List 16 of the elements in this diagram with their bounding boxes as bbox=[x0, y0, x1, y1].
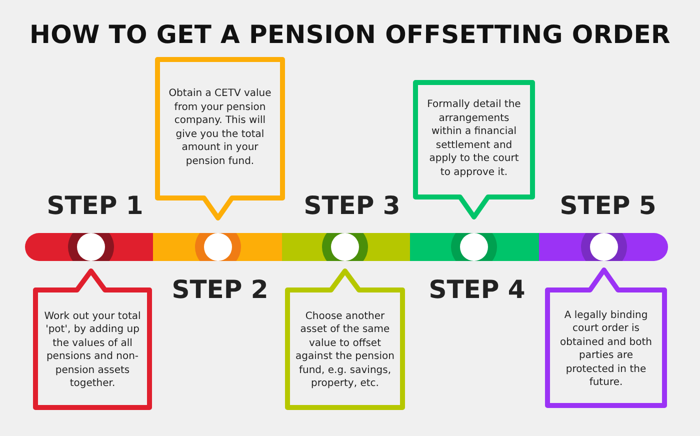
callout-box bbox=[285, 271, 405, 410]
step-label: STEP 4 bbox=[428, 275, 526, 304]
step-label: STEP 3 bbox=[302, 191, 402, 220]
callout-text: A legally binding court order is obtained and both parties are protected in the future. bbox=[558, 308, 654, 390]
callout-box bbox=[33, 271, 152, 410]
callout-box bbox=[155, 57, 285, 218]
callout-text: Choose another asset of the same value to offset against the pension fund, e.g. savings, property, etc. bbox=[295, 310, 395, 390]
callout-box bbox=[413, 80, 535, 217]
step-label: STEP 2 bbox=[170, 275, 270, 304]
callout-box bbox=[545, 270, 667, 408]
callout-text: Obtain a CETV value from your pension company. This will give you the total amount in your pension fund. bbox=[168, 87, 272, 168]
callout-text: Work out your total 'pot', by adding up the values of all pensions and non-pension assets together. bbox=[43, 310, 142, 390]
callout-text: Formally detail the arrangements within a financial settlement and apply to the court to approve it. bbox=[426, 98, 522, 179]
step-label: STEP 5 bbox=[558, 191, 658, 220]
step-label: STEP 1 bbox=[46, 191, 144, 220]
title: HOW TO GET A PENSION OFFSETTING ORDER bbox=[28, 20, 672, 49]
